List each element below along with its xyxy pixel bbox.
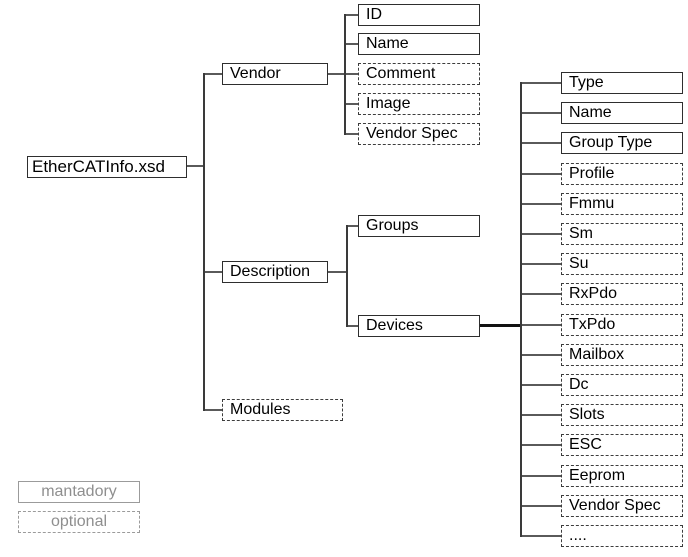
node-devices: Devices — [358, 315, 480, 337]
node-mailbox: Mailbox — [561, 344, 683, 366]
connector-ellipsis-stub — [522, 535, 561, 537]
node-comment: Comment — [358, 63, 480, 85]
node-type: Type — [561, 72, 683, 94]
connector-sm-stub — [522, 233, 561, 235]
connector-type-stub — [522, 82, 561, 84]
node-name: Name — [358, 33, 480, 55]
node-modules: Modules — [222, 399, 343, 421]
connector-description-stub — [205, 271, 222, 273]
connector-eeprom-stub — [522, 475, 561, 477]
legend-optional: optional — [18, 511, 140, 533]
node-dev-name: Name — [561, 102, 683, 124]
node-eeprom: Eeprom — [561, 465, 683, 487]
connector-profile-stub — [522, 173, 561, 175]
node-groups: Groups — [358, 215, 480, 237]
connector-devices-link — [480, 324, 522, 327]
node-rxpdo: RxPdo — [561, 283, 683, 305]
connector-txpdo-stub — [522, 324, 561, 326]
connector-vendor-trunk — [344, 14, 346, 135]
node-id: ID — [358, 4, 480, 26]
node-description: Description — [222, 261, 328, 283]
node-group-type: Group Type — [561, 132, 683, 154]
node-sm: Sm — [561, 223, 683, 245]
connector-devname-stub — [522, 112, 561, 114]
connector-grouptype-stub — [522, 142, 561, 144]
connector-left-trunk — [203, 73, 205, 411]
node-vendor-spec: Vendor Spec — [358, 123, 480, 145]
connector-vendor-stub — [205, 73, 222, 75]
node-dc: Dc — [561, 374, 683, 396]
node-vendor: Vendor — [222, 63, 328, 85]
connector-esc-stub — [522, 444, 561, 446]
node-dev-vendor-spec: Vendor Spec — [561, 495, 683, 517]
node-image: Image — [358, 93, 480, 115]
node-txpdo: TxPdo — [561, 314, 683, 336]
node-esc: ESC — [561, 434, 683, 456]
connector-dc-stub — [522, 384, 561, 386]
connector-vendor-out — [328, 73, 345, 75]
connector-devices-trunk — [520, 82, 522, 537]
connector-groups-stub — [348, 225, 358, 227]
node-ethercatinfo-xsd: EtherCATInfo.xsd — [27, 156, 187, 178]
connector-mailbox-stub — [522, 354, 561, 356]
connector-name-stub — [346, 43, 358, 45]
connector-image-stub — [346, 103, 358, 105]
connector-su-stub — [522, 263, 561, 265]
connector-slots-stub — [522, 414, 561, 416]
node-profile: Profile — [561, 163, 683, 185]
connector-description-trunk — [346, 225, 348, 327]
connector-devices-stub — [348, 325, 358, 327]
connector-fmmu-stub — [522, 203, 561, 205]
connector-modules-stub — [205, 409, 222, 411]
connector-comment-stub — [346, 73, 358, 75]
connector-id-stub — [346, 14, 358, 16]
connector-vendorspec-stub — [346, 133, 358, 135]
connector-rxpdo-stub — [522, 293, 561, 295]
node-ellipsis: .... — [561, 525, 683, 547]
legend-mandatory: mantadory — [18, 481, 140, 503]
connector-devvendorspec-stub — [522, 505, 561, 507]
connector-description-out — [328, 271, 347, 273]
connector-root-stub — [187, 165, 203, 167]
node-fmmu: Fmmu — [561, 193, 683, 215]
node-su: Su — [561, 253, 683, 275]
node-slots: Slots — [561, 404, 683, 426]
